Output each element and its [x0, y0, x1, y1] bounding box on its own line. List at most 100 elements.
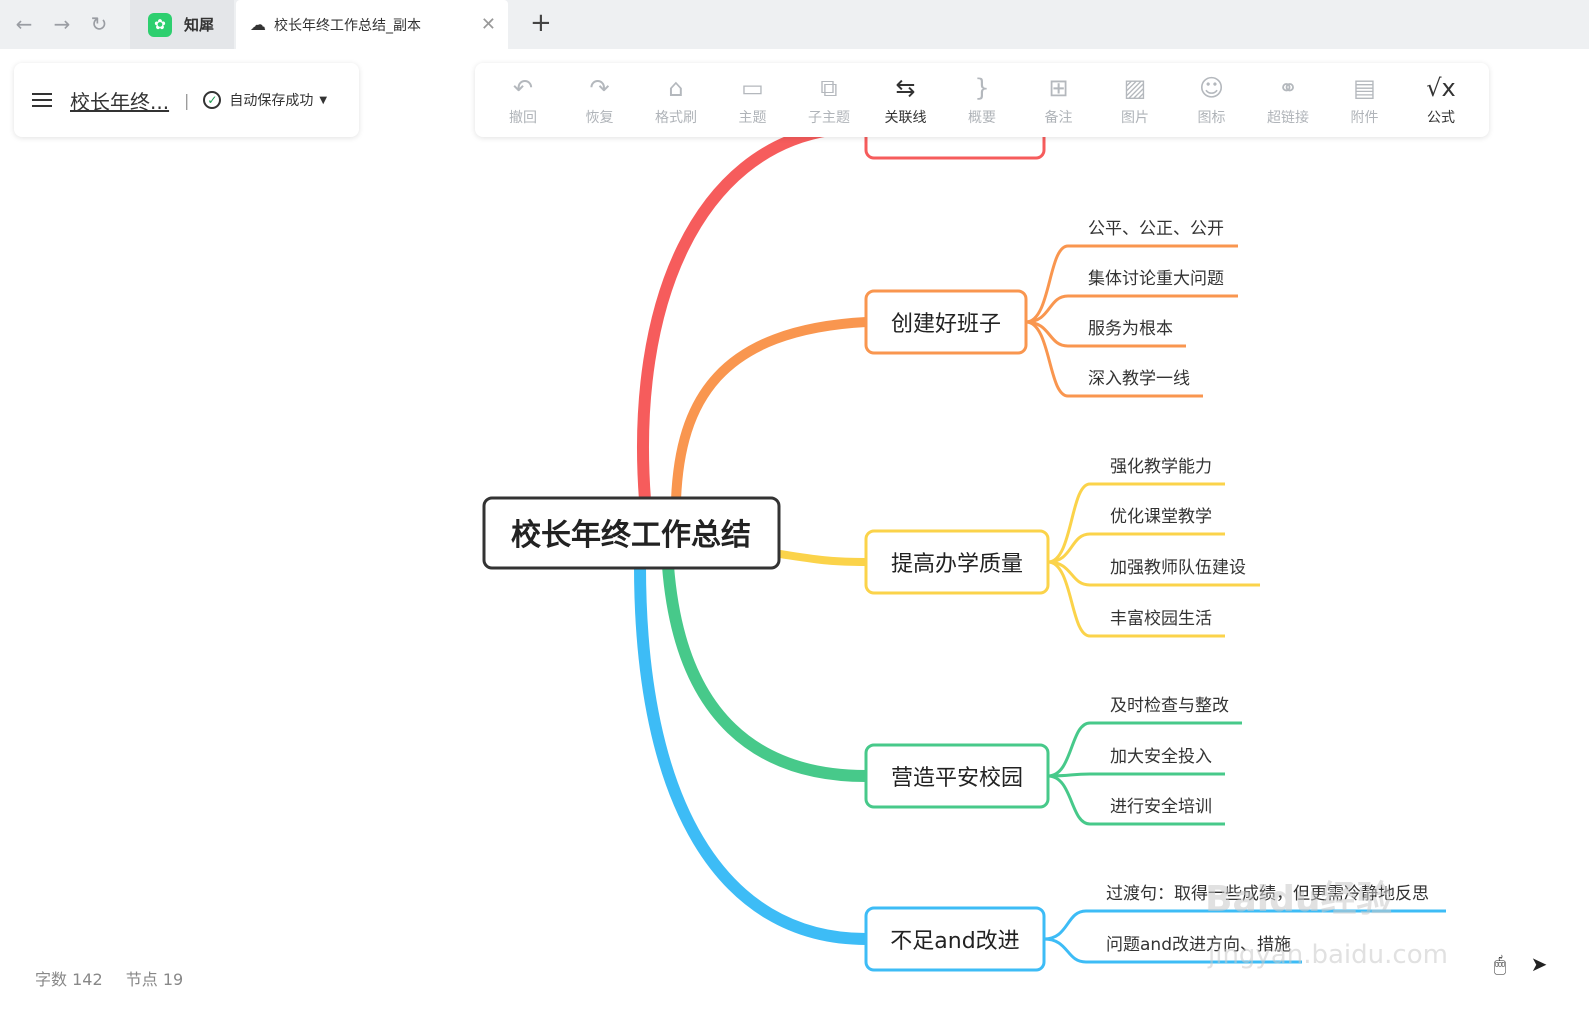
- child-node-label[interactable]: 问题and改进方向、措施: [1106, 935, 1291, 955]
- attachment-icon: ▤: [1353, 74, 1376, 102]
- child-node-label[interactable]: 公平、公正、公开: [1088, 219, 1224, 239]
- branch-node-label: 提高办学质量: [891, 552, 1023, 577]
- mouse-icon[interactable]: 🖱: [1494, 952, 1506, 976]
- toolbar-redo-button[interactable]: ↷ 恢复: [565, 73, 635, 129]
- divider: |: [184, 90, 190, 110]
- subtopic-icon: ⧉: [820, 74, 838, 102]
- child-connector: [1047, 560, 1091, 638]
- toolbar-summary-button[interactable]: } 概要: [947, 73, 1017, 129]
- toolbar-link-button[interactable]: ⚭ 超链接: [1253, 73, 1323, 129]
- branch-connector: [636, 124, 836, 506]
- tab-app-label: 知犀: [184, 16, 215, 34]
- child-node-label[interactable]: 进行安全培训: [1110, 797, 1212, 817]
- child-node-label[interactable]: 及时检查与整改: [1110, 696, 1229, 716]
- child-connector: [1043, 937, 1087, 964]
- image-icon: ▨: [1123, 74, 1147, 102]
- child-node-label[interactable]: 过渡句：取得一些成绩，但更需冷静地反思: [1106, 884, 1429, 904]
- child-connector: [1043, 909, 1087, 941]
- reload-icon[interactable]: ↻: [90, 12, 108, 36]
- child-node-label[interactable]: 丰富校园生活: [1110, 609, 1212, 629]
- branch-node-label: 创建好班子: [891, 312, 1001, 337]
- toolbar-image-button[interactable]: ▨ 图片: [1100, 73, 1170, 129]
- redo-icon: ↷: [589, 74, 610, 102]
- emoji-icon: ☺: [1198, 74, 1225, 102]
- browser-tab-bar: ← → ↻ ✿ 知犀 ☁ 校长年终工作总结_副本 ✕ +: [0, 0, 1589, 49]
- document-panel: 校长年终... | ✓ 自动保存成功 ▼: [14, 63, 359, 137]
- child-connector: [1025, 244, 1069, 324]
- root-node[interactable]: [482, 496, 781, 570]
- toolbar-label: 备注: [1044, 110, 1073, 126]
- branch-connector: [634, 560, 872, 945]
- child-node-label[interactable]: 优化课堂教学: [1110, 507, 1212, 527]
- toolbar-label: 子主题: [808, 110, 850, 126]
- save-status-dropdown[interactable]: ✓ 自动保存成功 ▼: [203, 90, 327, 110]
- toolbar-formula-button[interactable]: √x 公式: [1406, 73, 1476, 129]
- toolbar-format-brush-button[interactable]: ⌂ 格式刷: [641, 73, 711, 129]
- word-count: 字数 142: [35, 970, 103, 989]
- formula-icon: √x: [1426, 74, 1456, 102]
- tab-document[interactable]: ☁ 校长年终工作总结_副本 ✕: [236, 0, 508, 49]
- topic-icon: ▭: [741, 74, 764, 102]
- document-title[interactable]: 校长年终...: [70, 89, 170, 114]
- child-connector: [1047, 774, 1091, 826]
- forward-arrow-icon[interactable]: →: [53, 12, 71, 36]
- editor-toolbar: ↶ 撤回 ↷ 恢复 ⌂ 格式刷 ▭ 主题 ⧉ 子主题 ⇆ 关联线} 概要 ⊞ 备注 ▨ 图片 ☺ 图标 ⚭ 超链接 ▤ 附件…: [475, 63, 1489, 137]
- branch-connector: [671, 317, 871, 505]
- tab-document-label: 校长年终工作总结_副本: [274, 17, 421, 34]
- status-bar: 字数 142 节点 19: [35, 966, 201, 990]
- root-node-label: 校长年终工作总结: [511, 518, 751, 553]
- toolbar-note-button[interactable]: ⊞ 备注: [1024, 73, 1094, 129]
- toolbar-label: 格式刷: [655, 110, 697, 126]
- child-node-label[interactable]: 集体讨论重大问题: [1088, 269, 1224, 289]
- toolbar-topic-button[interactable]: ▭ 主题: [718, 73, 788, 129]
- tab-app[interactable]: ✿ 知犀: [130, 0, 234, 49]
- navigate-icon[interactable]: ➤: [1530, 952, 1548, 976]
- toolbar-label: 公式: [1427, 110, 1455, 126]
- toolbar-emoji-button[interactable]: ☺ 图标: [1177, 73, 1247, 129]
- toolbar-label: 附件: [1350, 110, 1379, 126]
- back-arrow-icon[interactable]: ←: [15, 12, 33, 36]
- toolbar-relation-line-button[interactable]: ⇆ 关联线: [871, 73, 941, 129]
- child-node-label[interactable]: 服务为根本: [1088, 319, 1173, 339]
- node-count: 节点 19: [125, 970, 184, 989]
- toolbar-label: 图片: [1121, 110, 1149, 126]
- toolbar-label: 超链接: [1267, 110, 1309, 126]
- child-node-label[interactable]: 深入教学一线: [1088, 369, 1190, 389]
- child-node-label[interactable]: 加强教师队伍建设: [1110, 558, 1246, 578]
- child-node-label[interactable]: 强化教学能力: [1110, 457, 1212, 477]
- relation-line-icon: ⇆: [895, 74, 916, 102]
- link-icon: ⚭: [1277, 74, 1299, 102]
- save-status-label: 自动保存成功: [229, 93, 314, 109]
- toolbar-label: 恢复: [585, 110, 614, 126]
- toolbar-subtopic-button[interactable]: ⧉ 子主题: [794, 73, 864, 129]
- child-connector: [1025, 294, 1069, 324]
- toolbar-label: 主题: [738, 110, 767, 126]
- app-logo-icon: ✿: [148, 12, 172, 37]
- new-tab-plus-icon[interactable]: +: [530, 8, 552, 38]
- branch-node-label: 不足and改进: [890, 929, 1019, 954]
- toolbar-attachment-button[interactable]: ▤ 附件: [1330, 73, 1400, 129]
- check-circle-icon: ✓: [203, 91, 222, 109]
- undo-icon: ↶: [512, 74, 534, 102]
- toolbar-label: 关联线: [884, 110, 927, 126]
- chevron-down-icon: ▼: [319, 94, 328, 106]
- format-brush-icon: ⌂: [668, 74, 684, 102]
- child-connector: [1047, 721, 1091, 778]
- toolbar-label: 图标: [1197, 110, 1226, 126]
- child-connector: [1047, 532, 1091, 564]
- toolbar-label: 撤回: [509, 110, 537, 126]
- child-connector: [1047, 482, 1091, 564]
- toolbar-label: 概要: [968, 110, 996, 126]
- child-connector: [1025, 320, 1069, 398]
- close-tab-icon[interactable]: ✕: [480, 14, 496, 35]
- summary-icon: }: [974, 74, 990, 102]
- cloud-icon: ☁: [250, 15, 266, 34]
- branch-node-label: 营造平安校园: [891, 766, 1023, 791]
- branch-connector: [662, 560, 872, 782]
- branch-connector: [776, 550, 870, 566]
- toolbar-undo-button[interactable]: ↶ 撤回: [488, 73, 558, 129]
- note-icon: ⊞: [1048, 74, 1069, 102]
- child-node-label[interactable]: 加大安全投入: [1110, 747, 1212, 767]
- menu-icon[interactable]: [32, 91, 54, 109]
